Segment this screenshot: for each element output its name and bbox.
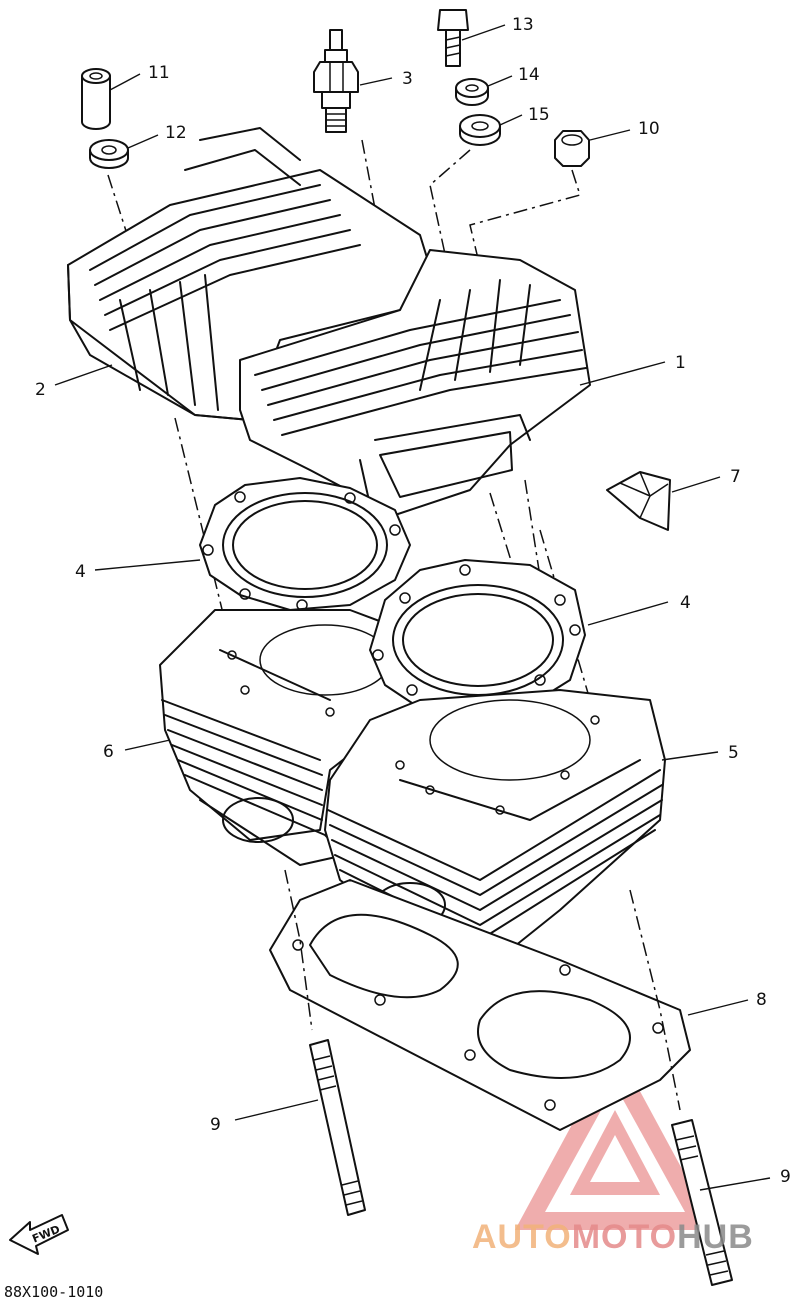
spacer-part-11 xyxy=(81,68,111,130)
part-label-4-rear: 4 xyxy=(75,562,86,582)
fwd-arrow-icon: FWD xyxy=(9,1214,69,1255)
part-label-14: 14 xyxy=(518,65,540,85)
spark-plug-part-3 xyxy=(313,29,359,133)
head-gasket-part-4-front xyxy=(369,559,586,718)
part-label-4-front: 4 xyxy=(680,593,691,613)
part-label-3: 3 xyxy=(402,69,413,89)
diagram-code: 88X100-1010 xyxy=(4,1283,103,1300)
washer-part-14 xyxy=(455,78,489,106)
bracket-part-7 xyxy=(606,471,671,531)
part-label-10: 10 xyxy=(638,119,660,139)
cylinder-head-part-2 xyxy=(67,127,441,421)
cylinder-part-5 xyxy=(324,689,666,951)
base-gasket-part-8 xyxy=(269,879,691,1131)
part-label-8: 8 xyxy=(756,990,767,1010)
alignment-line xyxy=(361,139,399,331)
washer-part-12 xyxy=(89,139,129,169)
part-label-13: 13 xyxy=(512,15,534,35)
washer-part-15 xyxy=(459,114,501,146)
leader-lines xyxy=(54,24,771,1191)
stud-part-9-left xyxy=(309,1039,366,1216)
bolt-part-13 xyxy=(437,9,469,67)
watermark-part3: HUB xyxy=(677,1218,754,1256)
part-label-9-right: 9 xyxy=(780,1167,791,1187)
fwd-label: FWD xyxy=(30,1223,62,1246)
part-label-5: 5 xyxy=(728,743,739,763)
watermark-part1: AUTO xyxy=(472,1218,572,1256)
stud-part-9-right xyxy=(671,1119,733,1286)
part-label-7: 7 xyxy=(730,467,741,487)
cylinder-head-part-1 xyxy=(239,249,591,516)
watermark-text: AUTOMOTOHUB xyxy=(472,1218,754,1256)
part-label-15: 15 xyxy=(528,105,550,125)
alignment-line xyxy=(629,889,681,1111)
part-label-1: 1 xyxy=(675,353,686,373)
nut-part-10 xyxy=(554,130,590,167)
part-label-2: 2 xyxy=(35,380,46,400)
part-label-9-left: 9 xyxy=(210,1115,221,1135)
svg-text:AUTOMOTOHUB: AUTOMOTOHUB xyxy=(472,1218,754,1256)
watermark-part2: MOTO xyxy=(572,1218,677,1256)
watermark-logo xyxy=(515,1045,715,1230)
head-gasket-part-4-rear xyxy=(199,477,411,611)
part-label-6: 6 xyxy=(103,742,114,762)
part-label-12: 12 xyxy=(165,123,187,143)
part-label-11: 11 xyxy=(148,63,170,83)
